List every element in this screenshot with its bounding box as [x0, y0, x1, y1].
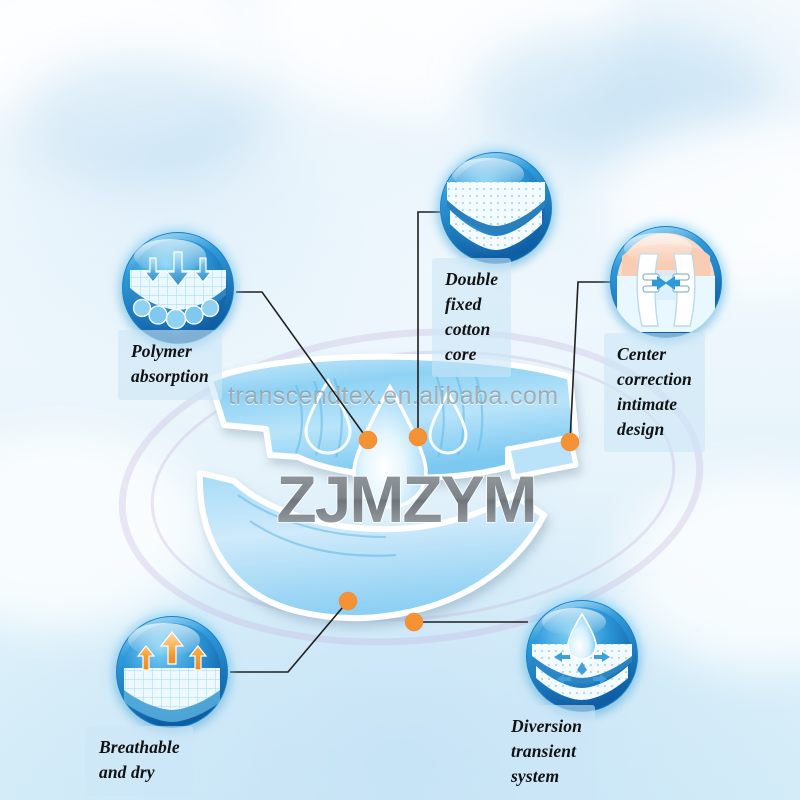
cloud-blob [0, 430, 210, 630]
cloud-blob [0, 0, 260, 140]
breathable-icon [117, 617, 227, 727]
cloud-blob [250, 0, 630, 120]
polymer-absorption-badge[interactable] [122, 232, 234, 344]
hotspot-cotton-core[interactable] [408, 427, 428, 447]
cloud-blob [620, 470, 800, 670]
cloud-blob [20, 60, 260, 180]
hotspot-polymer[interactable] [358, 430, 378, 450]
diversion-badge[interactable] [526, 600, 638, 712]
polymer-absorption-caption: Polymer absorption [118, 330, 222, 400]
diversion-caption: Diversion transient system [498, 705, 595, 800]
diaper-product-image [196, 353, 579, 621]
cloud-blob [470, 30, 770, 160]
connector-breathable [230, 600, 349, 673]
brand-logo-watermark: ZJMZYM [276, 466, 539, 537]
center-correction-caption: Center correction intimate design [604, 333, 705, 453]
connector-polymer [236, 291, 369, 441]
cotton-core-badge[interactable] [440, 152, 552, 264]
center-correction-icon [611, 227, 721, 337]
alibaba-url-watermark: transcendtex.en.alibaba.com [228, 382, 559, 410]
breathable-caption: Breathable and dry [86, 726, 193, 796]
brand-logo-text: ZJMZYM [276, 466, 535, 536]
hotspot-breathable[interactable] [338, 591, 358, 611]
cotton-core-icon [441, 153, 551, 263]
hotspot-center-correction[interactable] [560, 432, 580, 452]
breathable-badge[interactable] [116, 616, 228, 728]
cotton-core-caption: Double fixed cotton core [432, 258, 512, 378]
hotspot-diversion[interactable] [404, 612, 424, 632]
center-correction-badge[interactable] [610, 226, 722, 338]
diversion-icon [527, 601, 637, 711]
polymer-absorption-icon [123, 233, 233, 343]
